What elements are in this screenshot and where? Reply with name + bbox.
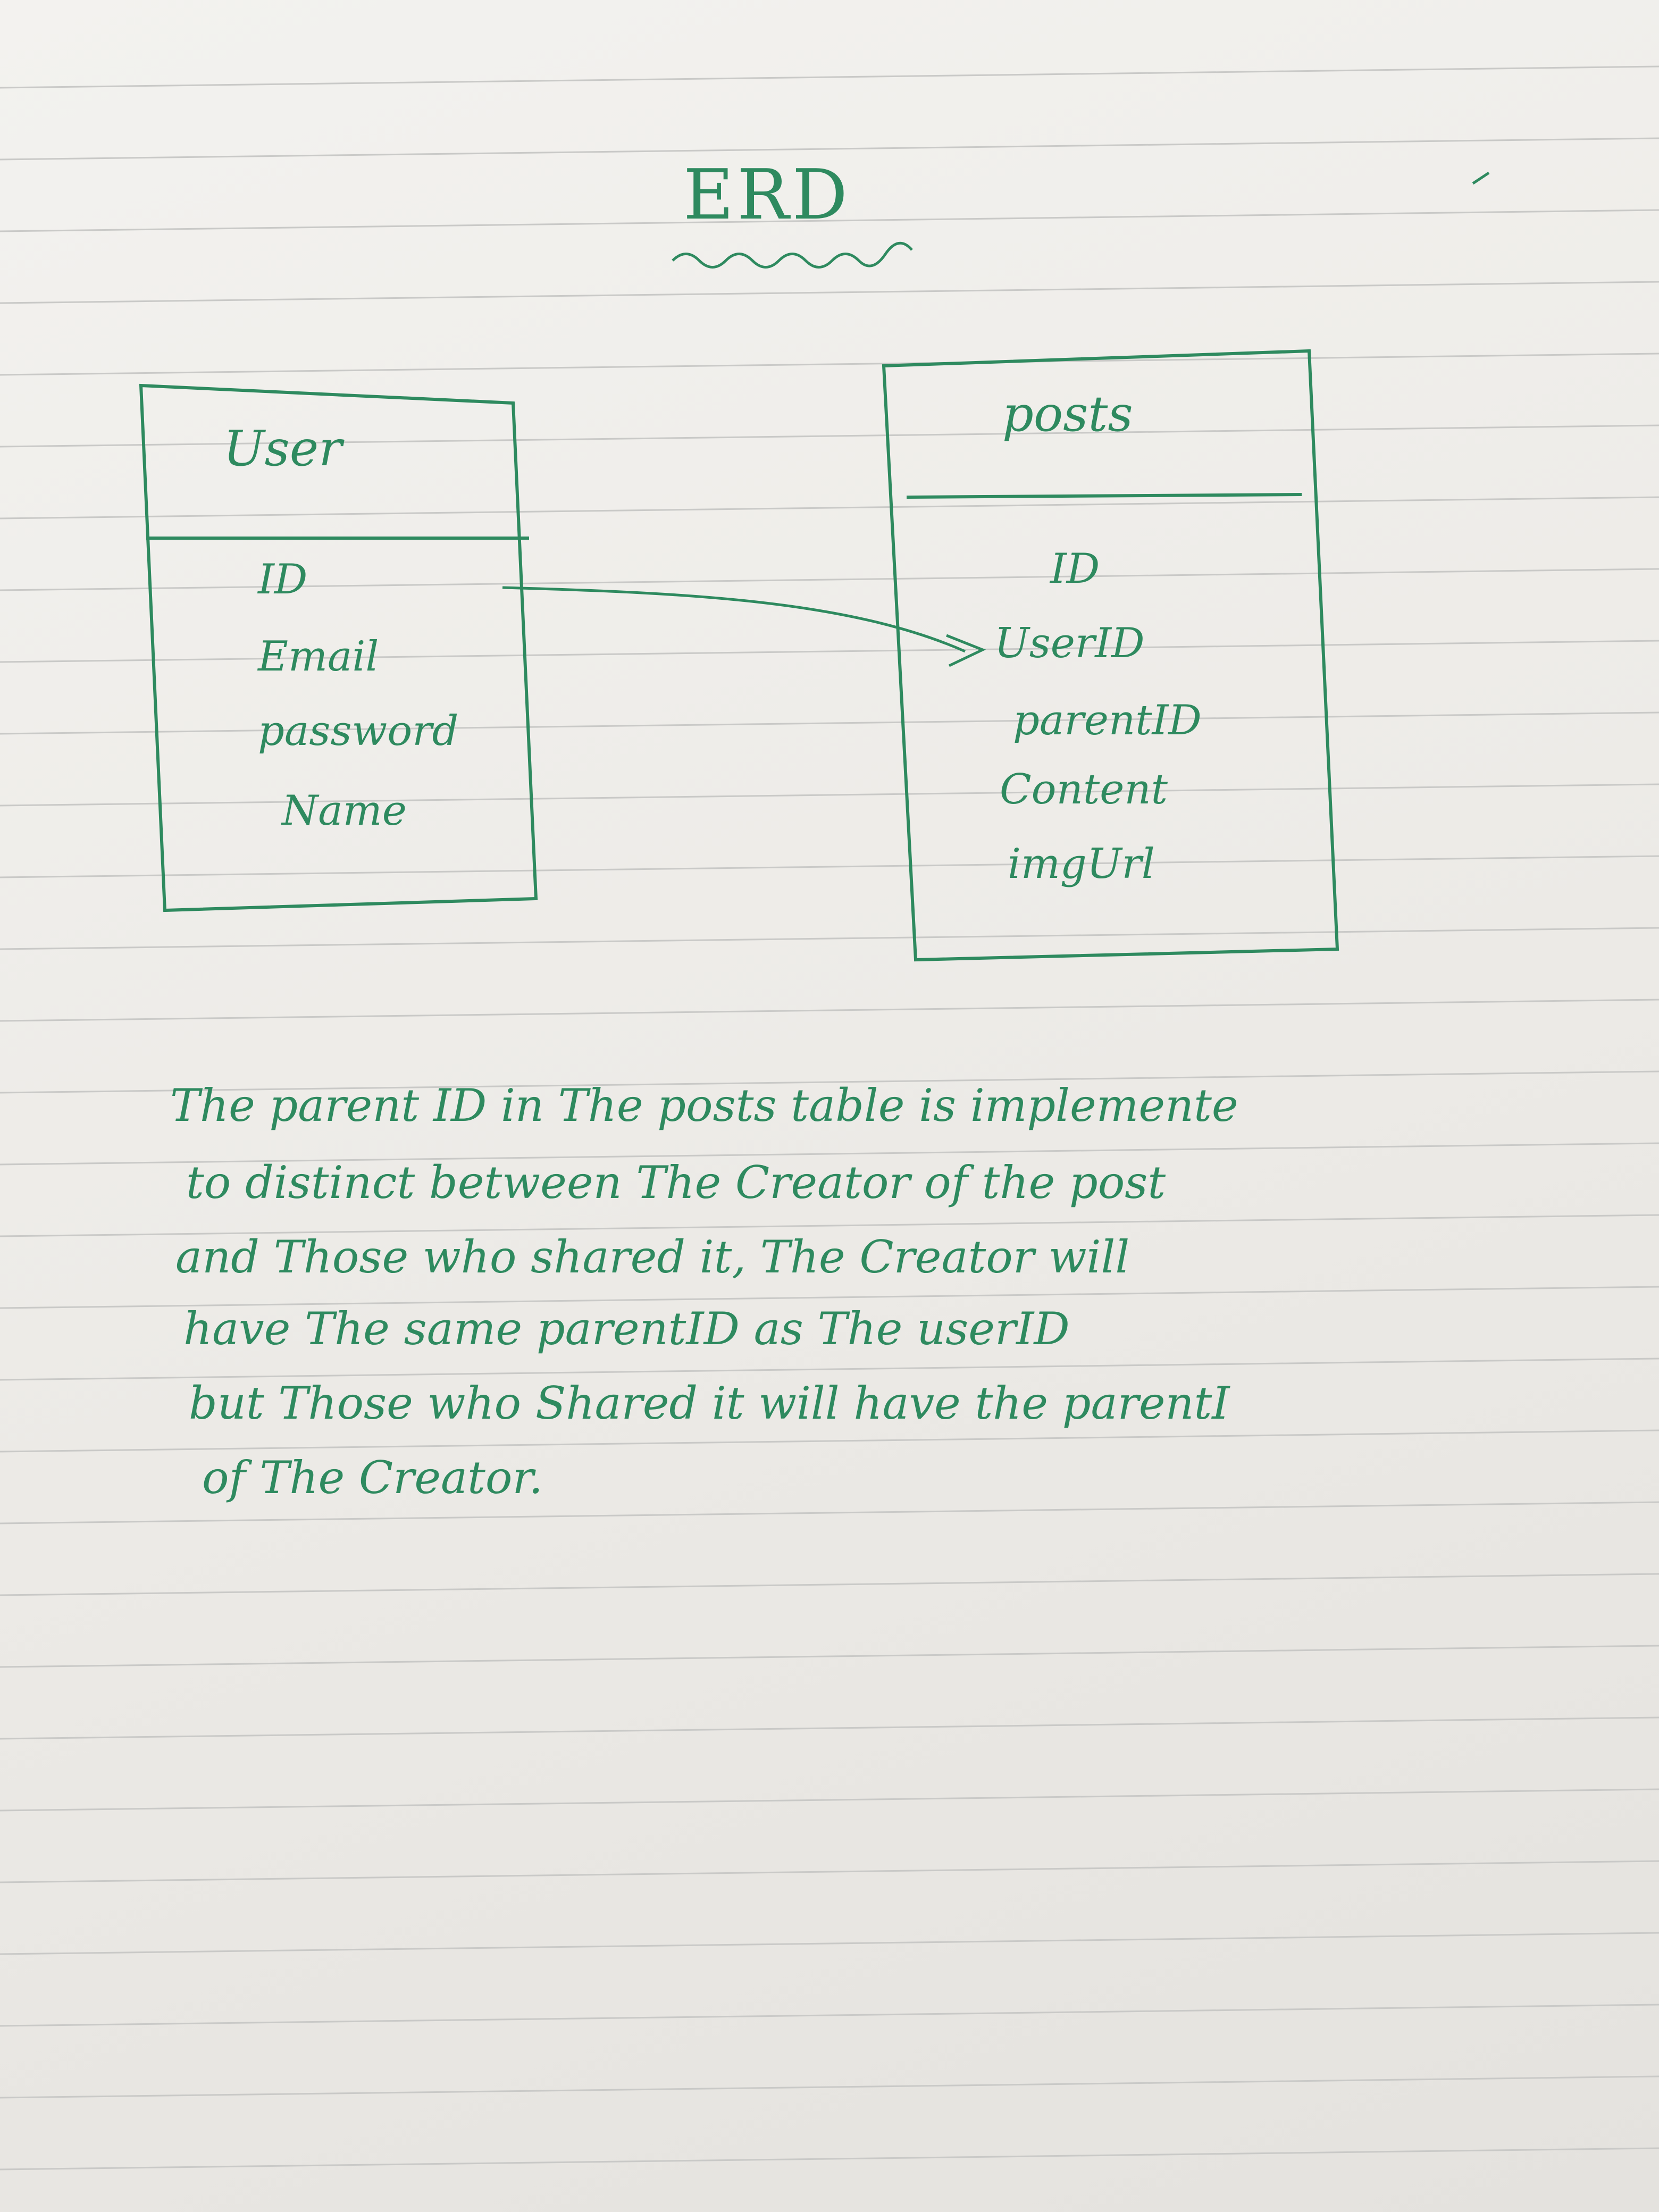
ruled-line: [0, 137, 1659, 161]
ruled-line: [0, 209, 1659, 232]
note-line: to distinct between The Creator of the p…: [186, 1157, 1166, 1209]
posts-header-divider: [906, 493, 1302, 499]
ruled-line: [0, 1142, 1659, 1166]
user-attr-email: Email: [258, 633, 379, 681]
ruled-line: [0, 353, 1659, 376]
posts-attr-id: ID: [1050, 545, 1100, 593]
ruled-lines: [0, 65, 1659, 2171]
ruled-line: [0, 1358, 1659, 1381]
ruled-line: [0, 1716, 1659, 1740]
ruled-line: [0, 2004, 1659, 2027]
title-underline: [672, 241, 913, 269]
note-line: of The Creator.: [202, 1452, 543, 1504]
ruled-line: [0, 783, 1659, 807]
ruled-line: [0, 424, 1659, 448]
ruled-line: [0, 1286, 1659, 1309]
ruled-line: [0, 1070, 1659, 1094]
arrow-head: [946, 634, 986, 667]
note-line: have The same parentID as The userID: [183, 1303, 1070, 1355]
posts-entity-box: [882, 349, 1339, 962]
note-line: and Those who shared it, The Creator wil…: [175, 1231, 1130, 1283]
note-line: but Those who Shared it will have the pa…: [189, 1377, 1230, 1429]
posts-attr-parentid: parentID: [1013, 697, 1202, 744]
posts-attr-userid: UserID: [994, 619, 1145, 667]
user-attr-name: Name: [282, 787, 407, 835]
ruled-line: [0, 927, 1659, 950]
ruled-line: [0, 1860, 1659, 1883]
user-attr-password: password: [258, 707, 459, 755]
ruled-line: [0, 855, 1659, 878]
ruled-line: [0, 1573, 1659, 1596]
ruled-line: [0, 1501, 1659, 1524]
ruled-line: [0, 496, 1659, 520]
ruled-line: [0, 711, 1659, 735]
ruled-line: [0, 2147, 1659, 2171]
ruled-line: [0, 640, 1659, 663]
ruled-line: [0, 281, 1659, 304]
pen-mark: [1472, 171, 1490, 185]
user-entity-box: [139, 383, 538, 912]
diagram-title: ERD: [683, 154, 851, 235]
user-attr-id: ID: [258, 556, 308, 604]
ruled-line: [0, 1214, 1659, 1237]
ruled-line: [0, 1645, 1659, 1668]
ruled-line: [0, 1429, 1659, 1453]
ruled-line: [0, 2075, 1659, 2099]
user-entity-name: User: [223, 420, 342, 477]
posts-entity-name: posts: [1002, 386, 1133, 442]
ruled-line: [0, 65, 1659, 89]
relationship-arrow: [502, 586, 986, 667]
ruled-line: [0, 568, 1659, 591]
ruled-line: [0, 999, 1659, 1022]
ruled-line: [0, 1788, 1659, 1812]
posts-attr-imgurl: imgUrl: [1008, 840, 1155, 888]
ruled-line: [0, 1932, 1659, 1955]
note-line: The parent ID in The posts table is impl…: [170, 1079, 1238, 1132]
posts-attr-content: Content: [1000, 766, 1168, 814]
